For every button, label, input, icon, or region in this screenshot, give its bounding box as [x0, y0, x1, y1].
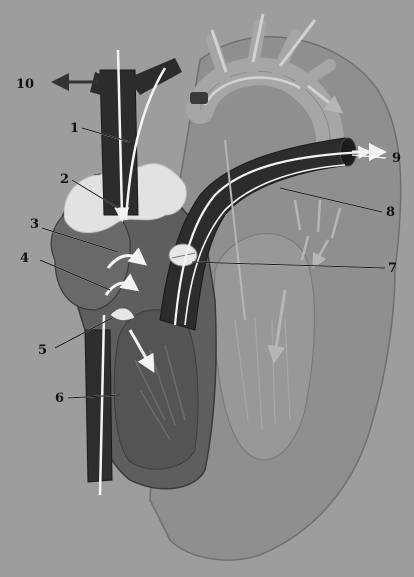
pulmonary-valve — [169, 244, 197, 266]
inferior-vena-cava — [85, 330, 112, 482]
callout-label-2: 2 — [60, 172, 69, 187]
callout-label-7: 7 — [388, 261, 397, 276]
callout-label-8: 8 — [386, 205, 395, 220]
right-ventricle-chamber — [114, 310, 198, 470]
callout-label-9: 9 — [392, 151, 401, 166]
callout-label-10: 10 — [16, 77, 34, 92]
callout-label-4: 4 — [20, 251, 29, 266]
callout-label-1: 1 — [70, 121, 79, 136]
callout-label-5: 5 — [38, 343, 47, 358]
callout-label-3: 3 — [30, 217, 39, 232]
callout-label-6: 6 — [55, 391, 64, 406]
pulmonary-vein-stub — [190, 92, 208, 104]
